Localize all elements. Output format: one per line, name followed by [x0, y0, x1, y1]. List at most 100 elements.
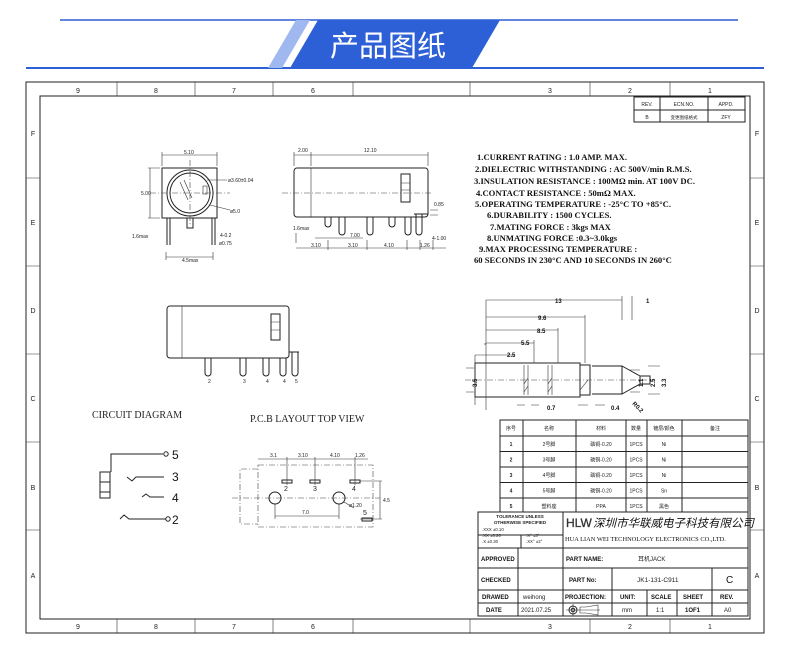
- spec-line: 1.CURRENT RATING : 1.0 AMP. MAX.: [477, 152, 627, 162]
- table-row-index: 5: [510, 504, 513, 510]
- spec-line: 3.INSULATION RESISTANCE : 100MΩ min. AT …: [474, 176, 695, 186]
- pcb-dim: ø1.20: [349, 503, 362, 509]
- table-row-index: 3: [510, 473, 513, 479]
- col-label: 1: [708, 88, 712, 95]
- dim-13: 13: [555, 299, 562, 305]
- col-label: 3: [548, 88, 552, 95]
- pcb-pin: 3: [313, 486, 317, 493]
- row-label: F: [31, 131, 35, 138]
- row-label: A: [31, 573, 36, 580]
- circuit-diagram: CIRCUIT DIAGRAM 5 3 4 2: [92, 410, 182, 527]
- table-cell: 磷铜-0.20: [590, 441, 612, 448]
- title-block: TOLERANCE UNLESS OTHERWISE SPECIFIED .XX…: [477, 511, 755, 617]
- table-header: 镀层/颜色: [653, 425, 674, 432]
- company-name-en: HUA LIAN WEI TECHNOLOGY ELECTRONICS CO.,…: [565, 536, 726, 543]
- table-cell: 1PCS: [629, 442, 643, 448]
- rev-value: B: [645, 115, 649, 121]
- circuit-title: CIRCUIT DIAGRAM: [92, 410, 182, 421]
- projection-label: PROJECTION:: [565, 595, 606, 601]
- row-label: F: [755, 131, 759, 138]
- dim-length: 12.10: [364, 148, 377, 154]
- table-cell: 磷铜-0.20: [590, 488, 612, 495]
- circuit-pin: 2: [172, 513, 179, 527]
- revision-letter: C: [726, 575, 733, 586]
- table-row-index: 1: [510, 442, 513, 448]
- dim-pin-diameter: ø0.75: [219, 241, 232, 247]
- dim-p2: 3.10: [348, 243, 358, 249]
- row-label: C: [754, 396, 759, 403]
- bottom-view: 2 3 4 4 5: [166, 305, 299, 385]
- dim-0-7: 0.7: [547, 406, 556, 412]
- spec-line: 8.UNMATING FORCE :0.3~3.0kgs: [487, 233, 618, 243]
- table-cell: Sn: [661, 489, 667, 495]
- dim-2-5: 2.5: [507, 353, 516, 359]
- part-name-label: PART NAME:: [566, 557, 603, 563]
- table-cell: 2号脚: [543, 441, 556, 448]
- unit-value: mm: [622, 608, 632, 614]
- dim-8-5: 8.5: [537, 329, 546, 335]
- pcb-title: P.C.B LAYOUT TOP VIEW: [250, 414, 365, 425]
- tolerance-value: .XXX ±0.10: [482, 527, 504, 532]
- appd-header: APPD.: [718, 102, 733, 108]
- spec-line: 9.MAX PROCESSING TEMPERATURE :: [479, 244, 637, 254]
- table-cell: 5号脚: [543, 488, 556, 495]
- circuit-pin: 5: [172, 448, 179, 462]
- specifications: 1.CURRENT RATING : 1.0 AMP. MAX. 2.DIELE…: [474, 152, 695, 265]
- table-header: 材料: [596, 425, 606, 432]
- tolerance-value: .XX ±0.20: [482, 533, 501, 538]
- appd-value: ZFY: [721, 115, 731, 121]
- dim-nose: 2.00: [298, 148, 308, 154]
- pcb-dim: 1.26: [355, 453, 365, 459]
- unit-label: UNIT:: [620, 595, 635, 601]
- col-label: 7: [232, 624, 236, 631]
- pcb-pin: 5: [363, 510, 367, 517]
- pcb-dim: 3.10: [298, 453, 308, 459]
- spec-line: 7.MATING FORCE : 3kgs MAX: [490, 222, 612, 232]
- table-cell: Ni: [662, 458, 667, 464]
- sheet-value: 1OF1: [685, 608, 701, 614]
- dim-0-4: 0.4: [611, 406, 620, 412]
- front-view: 5.10 5.00 1.6max 4-0.2 ø0.75 4.5max ø3.6…: [132, 150, 253, 264]
- drawed-value: weihong: [522, 595, 545, 601]
- rev-value: A0: [724, 608, 732, 614]
- table-cell: 1PCS: [629, 458, 643, 464]
- pcb-dim: 4.5: [383, 498, 390, 504]
- pcb-dim: 3.1: [270, 453, 277, 459]
- banner-accent: [268, 20, 310, 68]
- dim-radius: R0.2: [631, 401, 645, 415]
- col-label: 8: [154, 88, 158, 95]
- date-label: DATE: [486, 608, 502, 614]
- side-view: 2.00 12.10 0.85 1.6max 7.00 3.10 3.10 4.…: [282, 148, 446, 250]
- dim-5-5: 5.5: [521, 341, 530, 347]
- table-cell: 1PCS: [629, 504, 643, 510]
- row-label: D: [30, 308, 35, 315]
- tolerance-value: .XX° ±2°: [526, 539, 543, 544]
- plug-drawing: 13 1 9.6 8.5 5.5 2.5 3.5 0.7 0.4 R0.2 1.…: [465, 296, 668, 415]
- row-label: E: [755, 220, 760, 227]
- spec-line: 4.CONTACT RESISTANCE : 50mΩ MAX.: [476, 188, 636, 198]
- dim-bore: ø3.60±0.04: [228, 178, 253, 184]
- spec-line: 5.OPERATING TEMPERATURE : -25°C TO +85°C…: [475, 199, 671, 209]
- row-label: B: [755, 485, 760, 492]
- row-label: A: [755, 573, 760, 580]
- table-cell: 磷铜-0.20: [590, 472, 612, 479]
- dim-diameter: 3.5: [473, 378, 479, 387]
- scale-value: 1:1: [656, 608, 665, 614]
- drawed-label: DRAWED: [482, 595, 509, 601]
- dim-p1: 3.10: [311, 243, 321, 249]
- drawing-frame: 9 8 7 6 3 2 1 9 8 7 6 3 2 1 F E D C B A …: [25, 81, 765, 634]
- tolerance-value: .X ±0.30: [482, 539, 499, 544]
- banner-shape: [290, 20, 500, 68]
- row-label: E: [31, 220, 36, 227]
- tolerance-title: TOLERANCE UNLESS: [496, 514, 543, 519]
- ecn-value: 变更图纸格式: [671, 114, 698, 121]
- sheet-label: SHEET: [683, 595, 703, 601]
- part-no-label: PART No:: [569, 578, 597, 584]
- company-logo: HLW: [566, 516, 592, 530]
- page-banner: 产品图纸: [26, 19, 764, 69]
- projection-symbol-icon: [566, 604, 600, 616]
- table-header: 数量: [631, 425, 641, 432]
- table-cell: Ni: [662, 473, 667, 479]
